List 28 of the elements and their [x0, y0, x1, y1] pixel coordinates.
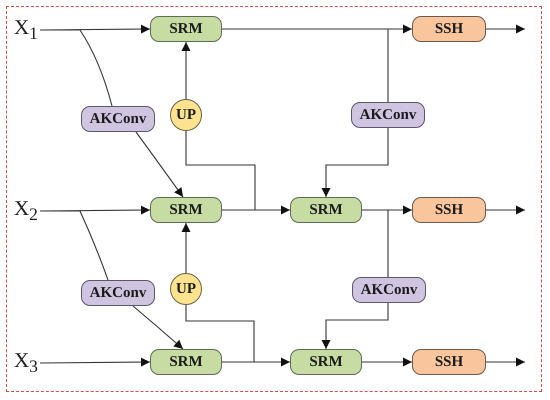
- arrow: [182, 223, 190, 273]
- ssh-block: SSH: [412, 197, 486, 223]
- arrow: [40, 358, 150, 367]
- srm-block: SRM: [150, 16, 222, 42]
- arrow: [322, 303, 389, 349]
- arrow: [136, 132, 184, 198]
- ssh-block: SSH: [412, 349, 486, 375]
- akconv-block: AKConv: [352, 277, 426, 303]
- akconv-block: AKConv: [81, 280, 155, 306]
- arrow: [182, 42, 190, 99]
- upsample-circle: UP: [170, 273, 202, 305]
- ssh-block: SSH: [412, 16, 486, 42]
- arrow: [486, 24, 525, 34]
- srm-block: SRM: [150, 197, 222, 223]
- arrow: [486, 206, 525, 214]
- input-label: X$_{2}$: [14, 200, 40, 222]
- srm-block: SRM: [150, 349, 222, 375]
- arrow: [322, 128, 389, 197]
- akconv-block: AKConv: [351, 102, 425, 128]
- akconv-block: AKConv: [81, 106, 155, 132]
- input-label: X$_{1}$: [14, 19, 40, 41]
- arrow: [132, 306, 184, 350]
- arrow: [362, 358, 412, 366]
- input-label: X$_{3}$: [14, 352, 40, 374]
- upsample-circle: UP: [170, 99, 202, 131]
- srm-block: SRM: [290, 197, 362, 223]
- arrow: [486, 358, 525, 366]
- srm-block: SRM: [290, 349, 362, 375]
